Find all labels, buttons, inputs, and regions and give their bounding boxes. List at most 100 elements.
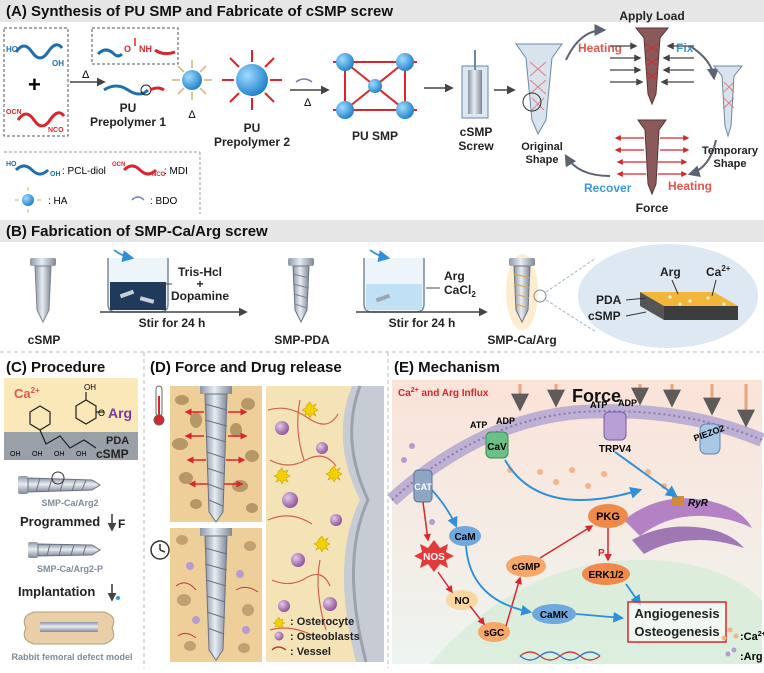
dna-2 <box>519 651 601 661</box>
bdo-symbol-arrow <box>295 78 313 83</box>
sig-arrow-trpv4 <box>614 451 678 498</box>
erk-node <box>582 563 630 585</box>
screw-label-csmp: cSMP <box>28 333 61 347</box>
stir2-label: Stir for 24 h <box>389 316 456 330</box>
prepolymer1-end <box>149 86 165 92</box>
delta-3: Δ <box>304 97 312 109</box>
tissue-zoom <box>266 385 384 663</box>
e-adp1: ADP <box>496 416 515 426</box>
chem-oh-1: OH <box>52 59 64 68</box>
panel-c-title: (C) Procedure <box>6 359 105 376</box>
temporary-shape-label-2: Shape <box>713 158 746 170</box>
c-femur-model <box>23 611 115 645</box>
c-screw-2 <box>28 542 101 558</box>
e-outcome-2: Osteogenesis <box>634 624 719 639</box>
ha-particle-1 <box>172 60 212 100</box>
panel-e: (E) Mechanism Force Ca2+ and Arg Influx … <box>387 359 764 664</box>
e-legend-ca-sup: 2+ <box>758 631 764 638</box>
force-label-a: Force <box>636 201 669 215</box>
trpv4-channel <box>603 411 627 441</box>
reagent1-line1: Tris-Hcl <box>178 265 222 279</box>
sig-arrow-cav <box>504 459 643 501</box>
pcl-chain-1 <box>14 43 64 60</box>
piezo2-channel <box>699 423 721 455</box>
fix-label: Fix <box>676 41 694 55</box>
cell-membrane-dots <box>391 410 763 501</box>
e-legend-arg: :Arg <box>740 651 763 663</box>
e-cgmp: cGMP <box>512 562 541 573</box>
carbamate-blue <box>96 48 124 58</box>
e-force: Force <box>572 386 621 406</box>
panel-c: (C) Procedure Ca2+ OH O Arg PDA cSMP OH … <box>4 359 138 662</box>
c-ca: Ca2+ <box>14 386 40 401</box>
panel-d: (D) Force and Drug release <box>150 359 384 663</box>
e-legend-arg-glyph <box>725 647 737 657</box>
legend-pcl: : PCL-diol <box>62 166 106 177</box>
prepolymer2-label-1: PU <box>244 121 261 135</box>
heating2-label: Heating <box>668 179 712 193</box>
recover-label: Recover <box>584 181 632 195</box>
loaded-screw-top <box>610 27 694 106</box>
original-shape-label-2: Shape <box>525 154 558 166</box>
legend-bdo: : BDO <box>150 196 177 207</box>
c-model-label: Rabbit femoral defect model <box>11 652 132 662</box>
cav-channel <box>485 431 509 459</box>
e-trpv4: TRPV4 <box>599 444 632 455</box>
e-atp1: ATP <box>470 420 487 430</box>
csmp-screw-label-2: Screw <box>458 139 494 153</box>
chem-ho-1: HO <box>6 45 18 54</box>
original-shape-label-1: Original <box>521 141 563 153</box>
panel-a-title-bar <box>0 0 764 22</box>
legend-ha: : HA <box>48 196 68 207</box>
panel-d-title: (D) Force and Drug release <box>150 359 342 376</box>
c-pda: PDA <box>106 435 129 447</box>
e-adp2: ADP <box>618 398 637 408</box>
c-screw-1 <box>18 471 101 494</box>
e-ryr: RyR <box>688 498 709 509</box>
legend-ocn: OCN <box>112 162 125 168</box>
e-p: P <box>598 548 605 559</box>
inset-pda: PDA <box>596 293 622 307</box>
endoplasmic-reticulum <box>624 498 752 554</box>
e-legend-ca-text: :Ca <box>740 631 759 643</box>
apply-load-label: Apply Load <box>619 9 684 23</box>
c-screw1-label: SMP-Ca/Arg2 <box>41 498 98 508</box>
screw-smp-ca-arg <box>506 254 547 330</box>
c-ca-text: Ca <box>14 386 31 401</box>
screw-label-smp-ca-arg: SMP-Ca/Arg <box>487 333 556 347</box>
chem-nh: NH <box>139 44 152 54</box>
e-erk: ERK1/2 <box>588 570 623 581</box>
c-o-arg: O <box>98 408 105 418</box>
clock-icon <box>150 540 170 560</box>
pkg-node <box>588 504 628 528</box>
nos-node <box>414 540 454 572</box>
legend-ho: HO <box>6 161 17 168</box>
reagent2-line2: CaCl2 <box>444 283 476 299</box>
screw-csmp <box>30 258 56 324</box>
force-arrows <box>511 384 755 428</box>
chem-o: O <box>124 44 131 54</box>
e-sgc: sGC <box>484 628 505 639</box>
prepolymer2-label-2: Prepolymer 2 <box>214 135 290 149</box>
e-legend-ca: :Ca2+ <box>740 631 764 643</box>
cycle-arrow-down <box>687 139 717 177</box>
red-pathway-arrows <box>422 501 612 627</box>
c-ca-sup: 2+ <box>31 386 40 395</box>
chem-ocn-1: OCN <box>6 109 22 116</box>
bone-bottom <box>170 528 262 662</box>
arg-particles <box>401 443 435 525</box>
legend-mdi: : MDI <box>164 166 188 177</box>
heating-label: Heating <box>578 41 622 55</box>
c-oh-2: OH <box>32 451 43 458</box>
inset-ca: Ca2+ <box>706 264 731 279</box>
prepolymer1-label-2: Prepolymer 1 <box>90 115 166 129</box>
e-influx-ca: Ca <box>398 388 411 399</box>
panel-b-title-bar <box>0 220 764 242</box>
inset-csmp-lead <box>625 311 647 317</box>
bone-top <box>170 386 262 523</box>
reagent1-line2: + <box>196 277 203 291</box>
plus-sign: + <box>28 72 41 97</box>
cycle-arrow-right <box>689 45 719 81</box>
temporary-shape-screw <box>712 65 744 138</box>
